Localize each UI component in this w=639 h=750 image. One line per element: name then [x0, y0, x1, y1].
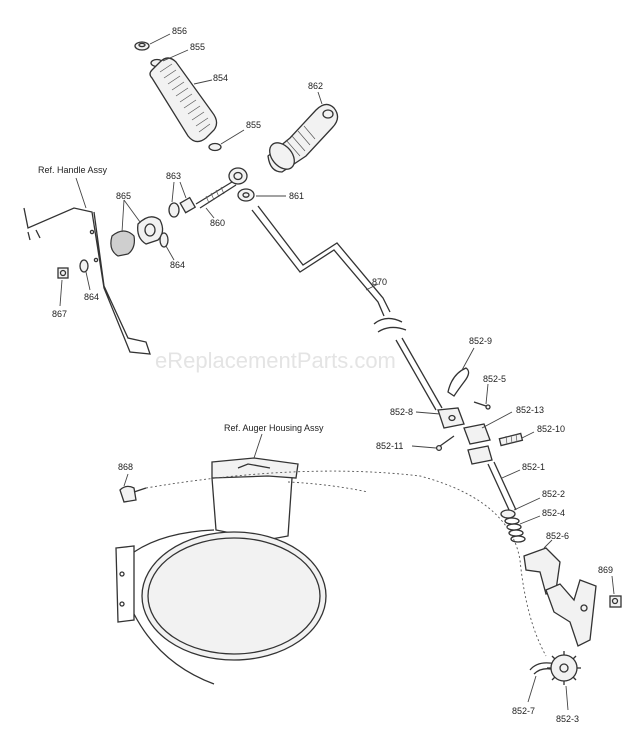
part-852-6-bracket [523, 547, 597, 647]
callout-852-1: 852-1 [522, 462, 545, 472]
callout-869: 869 [598, 565, 613, 575]
part-852-4-spring [504, 517, 526, 543]
callout-856: 856 [172, 26, 187, 36]
callout-852-10: 852-10 [537, 424, 565, 434]
callout-862: 862 [308, 81, 323, 91]
callout-852-4: 852-4 [542, 508, 565, 518]
part-870-rod [251, 205, 443, 411]
handle-lever [23, 207, 151, 355]
callout-852-7: 852-7 [512, 706, 535, 716]
part-867-nut [57, 267, 69, 279]
callout-861: 861 [289, 191, 304, 201]
part-865-clamp [110, 216, 164, 257]
part-862-crank [267, 103, 339, 173]
callout-852-8: 852-8 [390, 407, 413, 417]
part-864-washer-left [79, 259, 89, 273]
part-852-8-fitting [437, 407, 465, 429]
callout-852-2: 852-2 [542, 489, 565, 499]
ref-auger-housing-assy-label: Ref. Auger Housing Assy [224, 423, 324, 433]
auger-housing [115, 457, 327, 685]
callout-868: 868 [118, 462, 133, 472]
callout-852-3: 852-3 [556, 714, 579, 724]
callout-852-11: 852-11 [376, 441, 403, 451]
part-869-nut [609, 595, 622, 608]
callout-852-6: 852-6 [546, 531, 569, 541]
part-868-bolt [119, 485, 147, 503]
callout-852-5: 852-5 [483, 374, 506, 384]
callout-855-mid: 855 [246, 120, 261, 130]
part-852-5-pin [473, 401, 491, 410]
callout-864-left: 864 [84, 292, 99, 302]
part-861-bushing [237, 188, 255, 202]
callout-854: 854 [213, 73, 228, 83]
part-852-3-gear [547, 651, 581, 685]
ref-handle-assy-label: Ref. Handle Assy [38, 165, 108, 175]
part-855-washer-mid [208, 142, 222, 152]
part-863-nut-washer [168, 196, 197, 218]
part-864-washer-right [159, 232, 169, 248]
callout-870: 870 [372, 277, 387, 287]
part-852-2-washer [500, 509, 516, 519]
callout-867: 867 [52, 309, 67, 319]
part-852-1-shaft [487, 461, 517, 513]
leader-lines [59, 33, 615, 711]
part-856-cap [134, 41, 150, 51]
callout-865: 865 [116, 191, 131, 201]
part-852-10-bolt [498, 432, 524, 447]
callout-852-13: 852-13 [516, 405, 544, 415]
callout-863: 863 [166, 171, 181, 181]
callout-852-9: 852-9 [469, 336, 492, 346]
part-852-13-block [463, 423, 493, 465]
part-854-grip [149, 57, 218, 143]
part-860-eyebolt [195, 167, 248, 209]
callout-860: 860 [210, 218, 225, 228]
part-852-9-clip [447, 367, 470, 397]
assembly-lines [145, 470, 547, 657]
watermark: eReplacementParts.com [155, 348, 396, 373]
callout-864-right: 864 [170, 260, 185, 270]
part-852-11-pin [435, 435, 455, 452]
callout-855-top: 855 [190, 42, 205, 52]
